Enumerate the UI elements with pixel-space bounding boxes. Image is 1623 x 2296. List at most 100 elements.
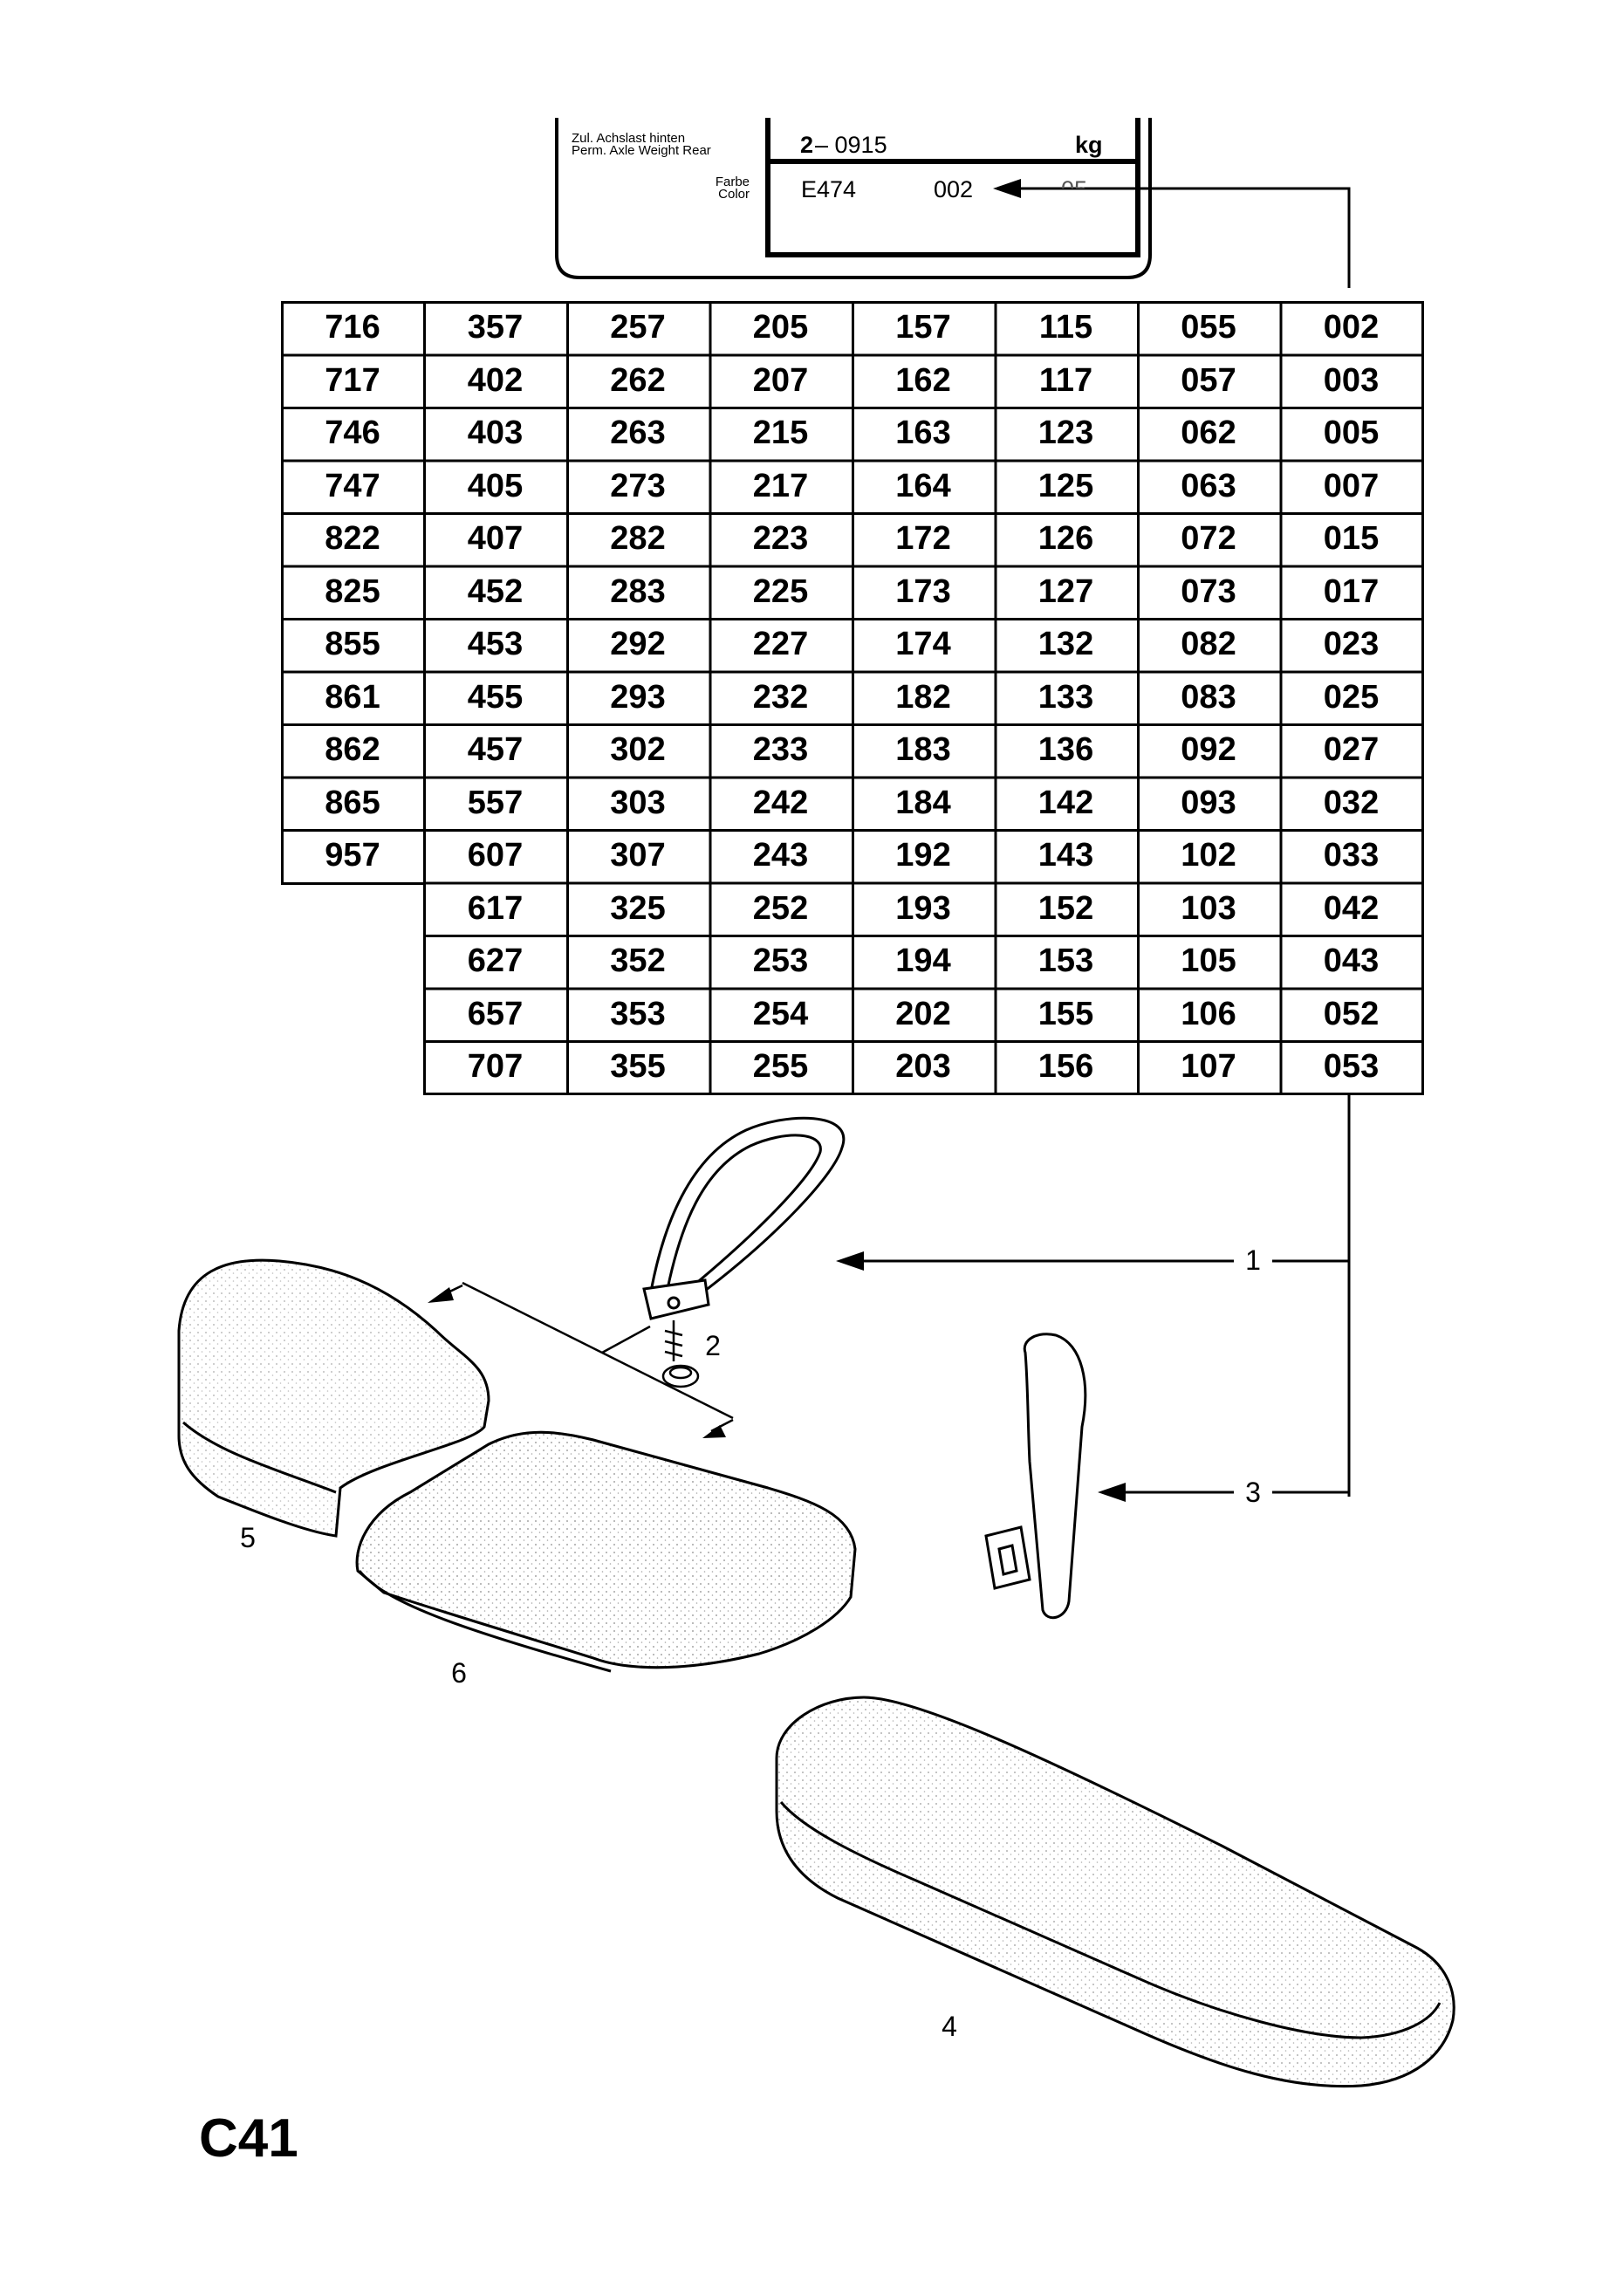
table-cell: 292 xyxy=(610,626,666,662)
table-cell: 102 xyxy=(1181,837,1236,874)
table-cell: 194 xyxy=(895,942,951,979)
table-cell: 156 xyxy=(1037,1048,1094,1085)
table-cell: 192 xyxy=(895,837,951,874)
screw xyxy=(661,1320,700,1388)
table-cell: 136 xyxy=(1037,731,1094,768)
table-cell: 106 xyxy=(1181,995,1236,1032)
table-cell: 117 xyxy=(1038,361,1093,399)
table-cell: 107 xyxy=(1181,1048,1236,1085)
axle-weight-label: Zul. Achslast hinten Perm. Axle Weight R… xyxy=(572,131,711,158)
table-cell: 073 xyxy=(1181,572,1236,610)
table-cell: 203 xyxy=(895,1048,951,1085)
table-cell: 062 xyxy=(1181,415,1236,451)
table-cell: 293 xyxy=(610,678,666,716)
table-cell: 253 xyxy=(752,942,809,979)
table-cell: 257 xyxy=(610,309,666,346)
table-cell: 355 xyxy=(610,1048,666,1085)
table-cell: 162 xyxy=(895,361,951,399)
table-cell: 273 xyxy=(610,467,666,504)
table-cell: 002 xyxy=(1323,309,1380,346)
table-cell: 055 xyxy=(1181,309,1236,346)
table-cell: 023 xyxy=(1323,626,1380,662)
table-cell: 126 xyxy=(1037,520,1094,557)
table-cell: 133 xyxy=(1037,678,1094,716)
table-cell: 405 xyxy=(467,467,524,504)
table-cell: 453 xyxy=(467,626,524,662)
table-cell: 407 xyxy=(467,520,524,557)
table-cell: 052 xyxy=(1323,995,1380,1032)
trim-code: 002 xyxy=(934,176,974,202)
table-cell: 255 xyxy=(752,1048,809,1085)
table-cell: 017 xyxy=(1323,572,1380,610)
table-grid xyxy=(281,301,1424,1095)
seat-cushion-right xyxy=(355,1430,857,1673)
table-cell: 127 xyxy=(1037,572,1094,610)
dimension-arrows xyxy=(440,1281,734,1433)
table-cell: 282 xyxy=(610,520,666,557)
table-cell: 746 xyxy=(325,415,380,451)
table-cell: 063 xyxy=(1181,467,1236,504)
table-cell: 262 xyxy=(610,361,666,399)
table-cell: 125 xyxy=(1037,467,1094,504)
table-cell: 227 xyxy=(752,626,809,662)
table-cell: 717 xyxy=(325,361,380,399)
table-cell: 093 xyxy=(1181,784,1236,821)
table-cell: 865 xyxy=(325,784,380,821)
table-cell: 182 xyxy=(895,678,951,716)
table-cell: 627 xyxy=(467,942,524,979)
table-cell: 155 xyxy=(1037,995,1094,1032)
table-cell: 357 xyxy=(467,309,524,346)
table-cell: 617 xyxy=(467,889,524,927)
long-cushion xyxy=(775,1696,1455,2088)
table-cell: 132 xyxy=(1037,626,1094,662)
table-cell: 164 xyxy=(895,467,951,504)
table-cell: 092 xyxy=(1181,731,1236,768)
table-cell: 225 xyxy=(752,572,809,610)
table-cell: 142 xyxy=(1037,784,1094,821)
axle-weight-value: – 0915 xyxy=(815,132,887,158)
table-cell: 003 xyxy=(1323,361,1380,399)
axle-weight-unit: kg xyxy=(1075,132,1103,158)
color-label: Farbe Color xyxy=(694,175,750,201)
table-cell: 402 xyxy=(467,361,524,399)
table-cell: 283 xyxy=(610,572,666,610)
leader-lines xyxy=(855,1095,1351,1497)
table-cell: 163 xyxy=(895,415,951,451)
callout-5: 5 xyxy=(240,1522,256,1553)
table-cell: 215 xyxy=(752,415,809,451)
table-cell: 957 xyxy=(325,837,380,874)
table-cell: 115 xyxy=(1038,309,1093,346)
callout-1: 1 xyxy=(1245,1244,1261,1276)
table-cell: 105 xyxy=(1181,942,1236,979)
axle-weight-label-de: Zul. Achslast hinten xyxy=(572,131,686,146)
table-cell: 082 xyxy=(1181,626,1236,662)
table-cell: 157 xyxy=(895,309,951,346)
table-cell: 193 xyxy=(895,889,951,927)
table-cell: 103 xyxy=(1181,889,1236,927)
color-label-de: Farbe xyxy=(715,175,750,189)
table-cell: 822 xyxy=(325,520,380,557)
table-cell: 232 xyxy=(752,678,809,716)
table-cell: 143 xyxy=(1037,837,1094,874)
plate-outline xyxy=(555,118,1351,288)
table-cell: 207 xyxy=(752,361,809,399)
axle-weight-label-en: Perm. Axle Weight Rear xyxy=(572,143,711,158)
table-cell: 242 xyxy=(752,784,809,821)
table-cell: 153 xyxy=(1037,942,1094,979)
table-cell: 205 xyxy=(752,309,809,346)
seat-parts-diagram: 1 2 3 4 5 6 xyxy=(177,1095,1455,2088)
callout-2: 2 xyxy=(705,1330,721,1361)
table-cell: 607 xyxy=(467,837,524,874)
table-cell: 174 xyxy=(895,626,951,662)
table-cell: 184 xyxy=(895,784,951,821)
obscured-code: 05 xyxy=(1061,176,1088,202)
table-cell: 223 xyxy=(752,520,809,557)
table-cell: 861 xyxy=(325,678,380,716)
seat-cushion-left xyxy=(177,1258,490,1538)
table-cell: 747 xyxy=(325,467,380,504)
callout-4: 4 xyxy=(942,2011,957,2042)
table-cell: 027 xyxy=(1323,731,1380,768)
strap-clip xyxy=(984,1333,1087,1620)
table-cell: 202 xyxy=(895,995,951,1032)
table-cell: 855 xyxy=(325,626,380,662)
